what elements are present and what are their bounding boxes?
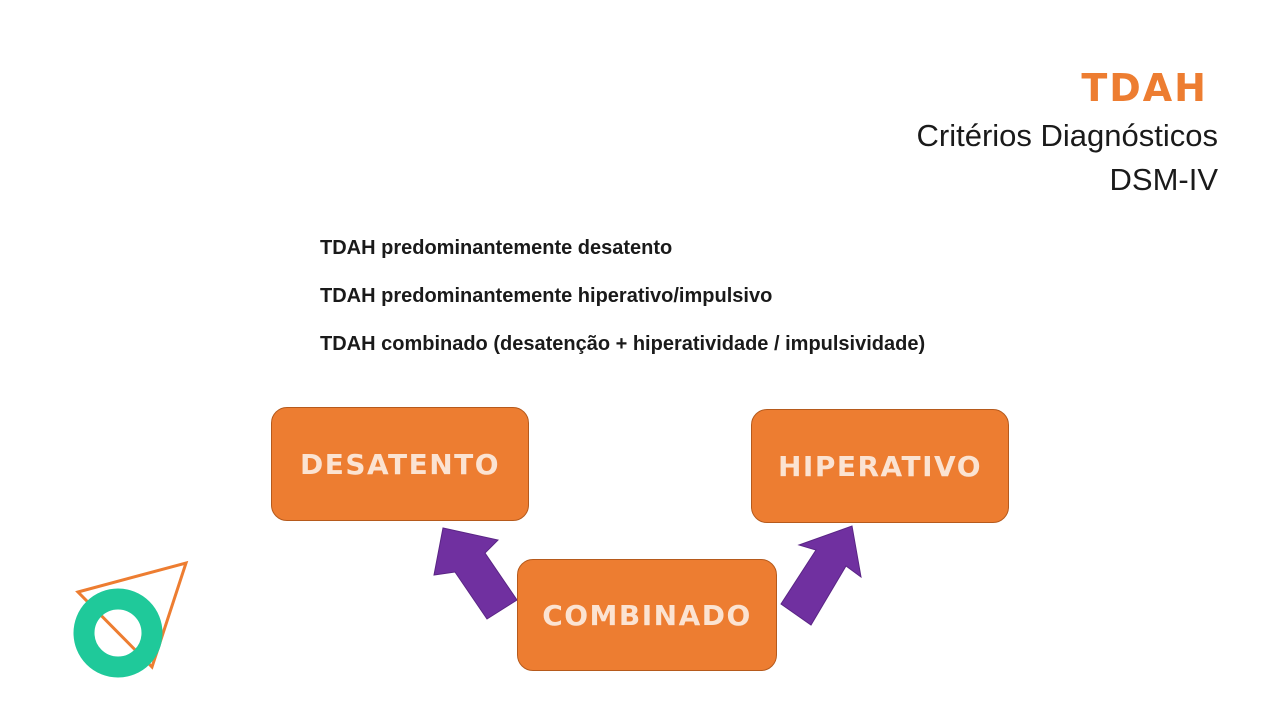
triangle-outline-icon — [75, 560, 189, 670]
title-block: TDAH Critérios Diagnósticos DSM-IV — [917, 62, 1219, 202]
criteria-list: TDAH predominantemente desatento TDAH pr… — [320, 234, 925, 378]
arrow-up-right-icon — [780, 525, 862, 626]
desatento-label: DESATENTO — [299, 447, 501, 481]
list-item: TDAH combinado (desatenção + hiperativid… — [320, 333, 926, 355]
hiperativo-box: HIPERATIVO — [751, 409, 1009, 523]
arrow-up-left-icon — [433, 527, 518, 620]
subtitle-line-1: Critérios Diagnósticos — [916, 118, 1219, 153]
list-item: TDAH predominantemente desatento — [320, 237, 673, 259]
hiperativo-label: HIPERATIVO — [777, 449, 983, 483]
subtitle-line-2: DSM-IV — [1109, 162, 1219, 197]
combinado-box: COMBINADO — [517, 559, 777, 671]
combinado-label: COMBINADO — [542, 598, 752, 632]
ring-icon — [73, 588, 163, 678]
desatento-box: DESATENTO — [271, 407, 529, 521]
list-item: TDAH predominantemente hiperativo/impuls… — [320, 285, 773, 307]
page-title: TDAH — [1081, 66, 1208, 110]
